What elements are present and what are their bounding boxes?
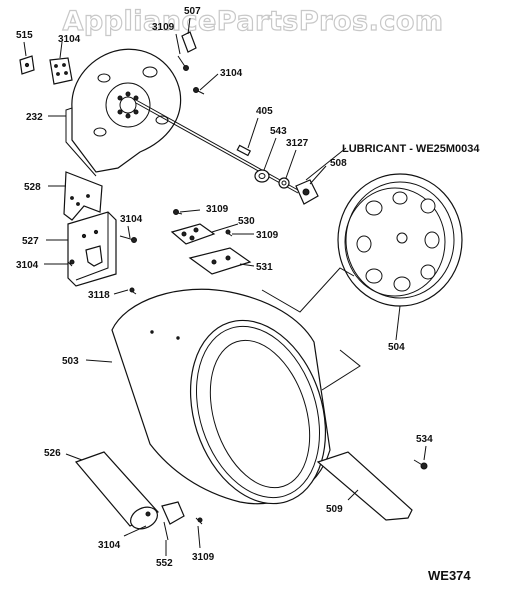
label-3109-mid: 3109 bbox=[206, 204, 229, 215]
label-509: 509 bbox=[326, 504, 343, 515]
bearing-543 bbox=[254, 169, 270, 183]
rear-bulkhead-part bbox=[65, 48, 182, 177]
hub-508 bbox=[295, 179, 319, 205]
bracket-527-part bbox=[67, 211, 117, 287]
drum-503 bbox=[111, 288, 331, 505]
thermostat-530 bbox=[170, 223, 216, 245]
bracket-528-part bbox=[63, 171, 103, 221]
bracket-515-part bbox=[19, 55, 35, 75]
screw-3109-top bbox=[177, 55, 189, 71]
screw-3109-mid bbox=[173, 209, 183, 215]
baffle-509 bbox=[316, 451, 413, 521]
watermark-text: AppliancePartsPros.com bbox=[62, 6, 443, 37]
label-405: 405 bbox=[256, 106, 273, 117]
label-3104-left: 3104 bbox=[16, 260, 39, 271]
drum-shaft bbox=[135, 99, 299, 194]
assembly-line-1 bbox=[261, 267, 355, 313]
label-515: 515 bbox=[16, 30, 33, 41]
label-3104-bottom: 3104 bbox=[98, 540, 121, 551]
label-543: 543 bbox=[270, 126, 287, 137]
label-526: 526 bbox=[44, 448, 61, 459]
drum-front-ring-504 bbox=[337, 173, 463, 307]
label-528: 528 bbox=[24, 182, 41, 193]
label-3118: 3118 bbox=[88, 290, 110, 301]
label-3109-top: 3109 bbox=[152, 22, 175, 33]
screw-3104-left bbox=[67, 259, 75, 267]
label-504: 504 bbox=[388, 342, 405, 353]
screw-3109-bottom bbox=[195, 517, 203, 525]
screw-534 bbox=[413, 459, 428, 470]
screw-3104-mid bbox=[119, 235, 137, 243]
label-503: 503 bbox=[62, 356, 79, 367]
label-3109-bottom: 3109 bbox=[192, 552, 215, 563]
part-labels: 515 3104 3109 507 3104 232 405 543 3127 … bbox=[16, 6, 480, 583]
pin-405 bbox=[236, 144, 252, 157]
label-527: 527 bbox=[22, 236, 39, 247]
washer-3127 bbox=[278, 177, 290, 189]
label-534: 534 bbox=[416, 434, 433, 445]
diagram-code: WE374 bbox=[428, 568, 471, 583]
screw-3104-top bbox=[193, 87, 205, 95]
mount-plate-531 bbox=[188, 247, 252, 275]
label-552: 552 bbox=[156, 558, 173, 569]
label-3104-top: 3104 bbox=[220, 68, 243, 79]
label-530: 530 bbox=[238, 216, 255, 227]
label-3104-top-left: 3104 bbox=[58, 34, 81, 45]
lubricant-note: LUBRICANT - WE25M0034 bbox=[342, 143, 480, 155]
plate-part bbox=[49, 57, 73, 85]
screw-3118 bbox=[129, 287, 137, 295]
label-3109-mid2: 3109 bbox=[256, 230, 279, 241]
leader-lines bbox=[23, 17, 427, 556]
assembly-line-2 bbox=[321, 349, 361, 391]
label-3127: 3127 bbox=[286, 138, 309, 149]
label-508: 508 bbox=[330, 158, 347, 169]
label-531: 531 bbox=[256, 262, 273, 273]
label-3104-mid: 3104 bbox=[120, 214, 143, 225]
label-232: 232 bbox=[26, 112, 43, 123]
label-507: 507 bbox=[184, 6, 201, 17]
screw-3109-mid2 bbox=[225, 229, 233, 237]
bracket-552 bbox=[161, 501, 185, 541]
heater-element-526 bbox=[74, 451, 159, 530]
clip-507 bbox=[181, 31, 197, 53]
